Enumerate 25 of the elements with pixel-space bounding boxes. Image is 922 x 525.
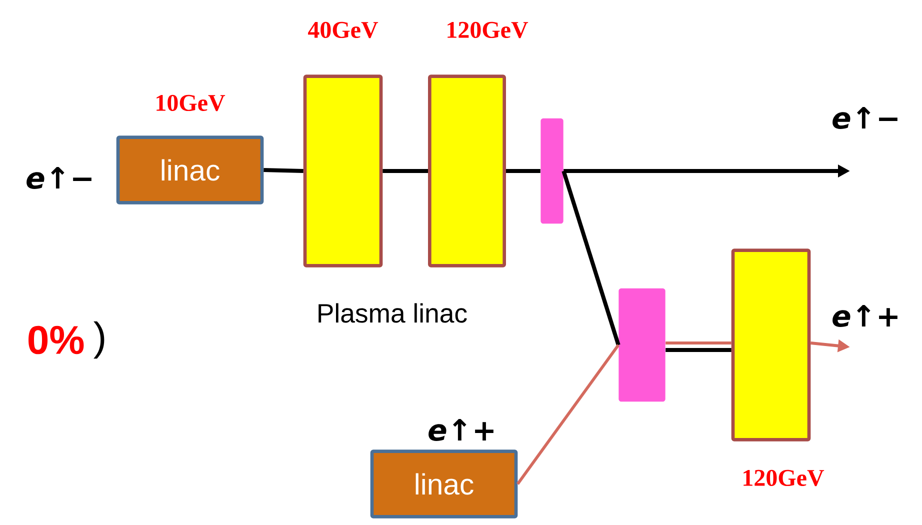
accelerator-box — [428, 74, 506, 268]
particle-label: e↑− — [26, 167, 92, 189]
accelerator-box — [303, 74, 383, 268]
beam-line — [506, 169, 540, 173]
magnet-bar — [540, 118, 564, 224]
linac-box: linac — [370, 450, 518, 518]
beam-line — [562, 170, 620, 346]
linac-box: linac — [116, 136, 264, 204]
plasma-linac-label: Plasma linac — [318, 303, 467, 323]
particle-label: e↑+ — [428, 419, 494, 441]
accelerator-box — [731, 248, 811, 442]
energy-label: 40GeV — [308, 22, 378, 38]
magnet-bar — [618, 288, 666, 402]
percentage-label: 0% — [28, 326, 84, 354]
beam-line — [382, 169, 428, 173]
beam-line — [666, 342, 732, 344]
parenthesis: ) — [94, 321, 104, 359]
beam-line — [666, 348, 732, 352]
energy-label: 120GeV — [744, 470, 824, 486]
particle-label: e↑− — [832, 107, 898, 129]
beam-line — [516, 344, 620, 485]
energy-label: 10GeV — [156, 94, 226, 112]
energy-label: 120GeV — [448, 22, 528, 38]
particle-label: e↑+ — [832, 305, 898, 327]
beam-line — [264, 168, 304, 173]
